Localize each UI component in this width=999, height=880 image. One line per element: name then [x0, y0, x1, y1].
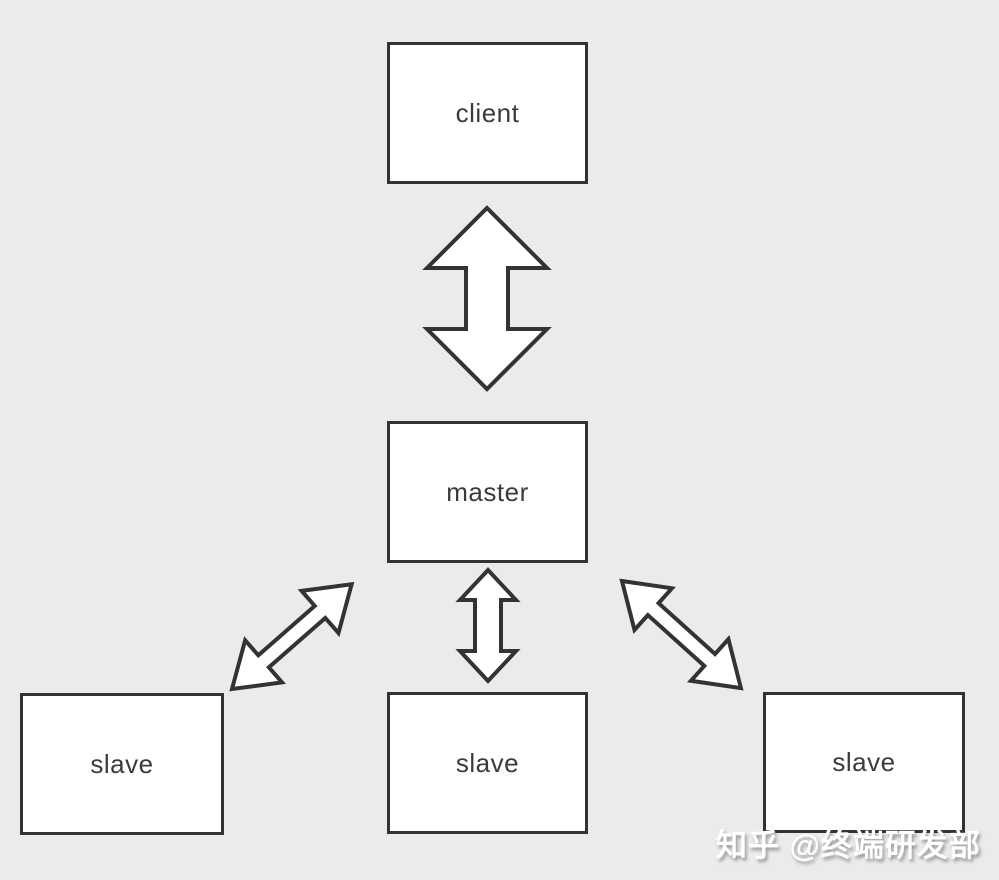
arrow-client-master-icon: [422, 205, 552, 392]
node-client-label: client: [455, 97, 520, 128]
node-slave-left: slave: [20, 693, 224, 835]
watermark: 知乎 @终端研发部: [716, 828, 981, 863]
node-master: master: [387, 421, 588, 563]
node-master-label: master: [446, 476, 529, 507]
arrow-master-slave-left-icon: [229, 581, 355, 692]
node-slave-center: slave: [387, 692, 588, 834]
node-slave-right: slave: [763, 692, 965, 833]
node-slave-left-label: slave: [90, 748, 154, 779]
node-slave-center-label: slave: [455, 747, 520, 778]
node-client: client: [387, 42, 588, 184]
arrow-master-slave-center-icon: [455, 567, 521, 684]
node-slave-right-label: slave: [832, 747, 896, 777]
arrow-master-slave-right-icon: [619, 578, 744, 691]
